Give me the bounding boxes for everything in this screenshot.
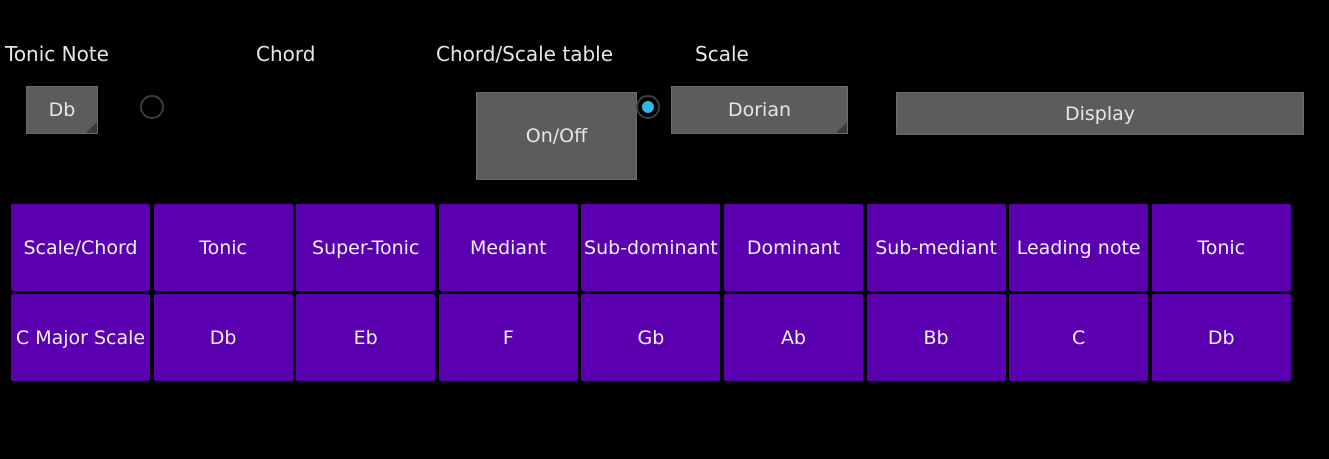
chord-scale-table-label: Chord/Scale table (436, 42, 614, 66)
table-header-cell: Tonic (1151, 204, 1291, 291)
table-cell: Db (153, 294, 293, 381)
table-cell: C (1009, 294, 1149, 381)
scale-value: Dorian (727, 99, 792, 121)
tonic-note-selector[interactable]: Db (26, 86, 98, 134)
table-cell: Gb (581, 294, 721, 381)
chord-scale-table: Scale/Chord Tonic Super-Tonic Mediant Su… (11, 204, 1291, 381)
radio-selected-dot (642, 101, 654, 113)
table-header-cell: Sub-mediant (866, 204, 1006, 291)
table-header-cell: Sub-dominant (581, 204, 721, 291)
table-cell: Ab (723, 294, 863, 381)
table-header-cell: Scale/Chord (11, 204, 150, 291)
table-cell: Db (1151, 294, 1291, 381)
scale-selector[interactable]: Dorian (671, 86, 848, 134)
display-button[interactable]: Display (896, 92, 1304, 135)
table-cell: Eb (296, 294, 436, 381)
display-label: Display (1064, 102, 1136, 125)
scale-label: Scale (695, 42, 749, 66)
dropdown-corner-icon (836, 122, 847, 133)
scale-radio[interactable] (636, 95, 660, 119)
dropdown-corner-icon (86, 122, 97, 133)
chord-radio[interactable] (140, 95, 164, 119)
table-header-cell: Leading note (1009, 204, 1149, 291)
table-cell: C Major Scale (11, 294, 150, 381)
table-header-cell: Dominant (723, 204, 863, 291)
table-header-cell: Mediant (438, 204, 578, 291)
onoff-label: On/Off (525, 125, 588, 147)
chord-label: Chord (256, 42, 316, 66)
tonic-note-value: Db (48, 99, 76, 121)
table-header-cell: Super-Tonic (296, 204, 436, 291)
chord-scale-table-toggle-button[interactable]: On/Off (476, 92, 637, 180)
tonic-note-label: Tonic Note (5, 42, 109, 66)
table-cell: Bb (866, 294, 1006, 381)
table-cell: F (438, 294, 578, 381)
table-header-cell: Tonic (153, 204, 293, 291)
